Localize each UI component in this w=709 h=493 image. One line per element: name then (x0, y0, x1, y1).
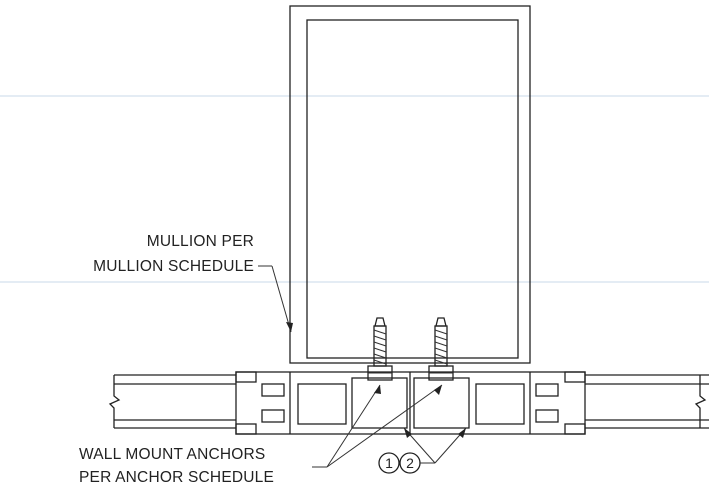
anchor-screw-left (367, 317, 393, 381)
anchor-label-line1: WALL MOUNT ANCHORS (79, 446, 265, 463)
mullion-label-line2: MULLION SCHEDULE (93, 258, 254, 275)
wall-panel-left (108, 374, 236, 429)
mullion (289, 5, 531, 364)
mullion-label-line1: MULLION PER (147, 233, 254, 250)
anchor-label-line2: PER ANCHOR SCHEDULE (79, 469, 274, 486)
reference-bubbles: 1 2 (378, 427, 467, 474)
reference-2: 2 (406, 455, 414, 471)
wall-panel-right (585, 374, 709, 429)
extrusion-channel (235, 371, 586, 435)
anchor-screw-right (428, 317, 454, 381)
anchor-leader (312, 384, 443, 468)
mullion-leader (258, 265, 293, 333)
reference-1: 1 (385, 455, 393, 471)
